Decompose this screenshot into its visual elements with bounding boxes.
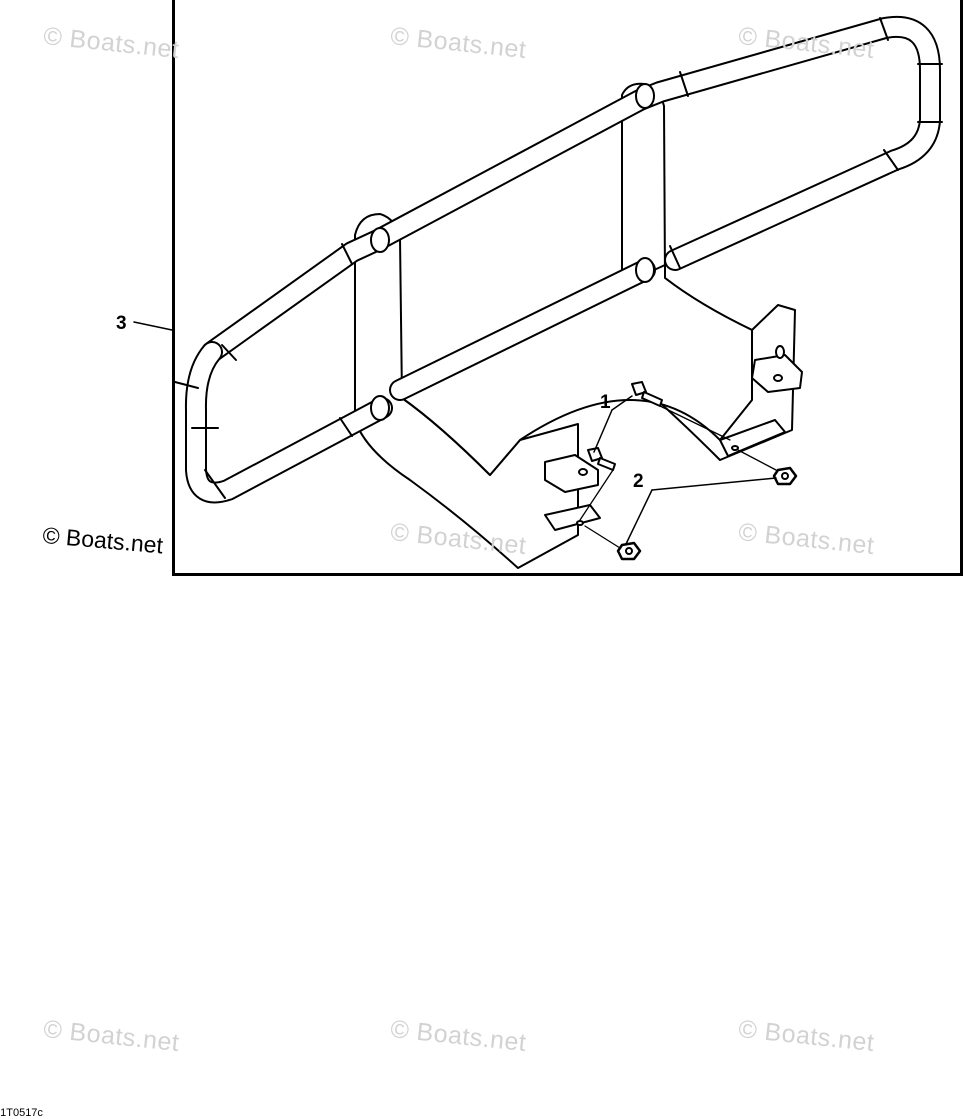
callout-2: 2: [633, 471, 644, 492]
callout-3: 3: [116, 313, 127, 334]
nut-right: [772, 466, 798, 486]
assembly-lines: [579, 405, 777, 549]
tube-end: [370, 395, 390, 421]
nut-left: [616, 541, 642, 561]
tube-end: [635, 257, 655, 283]
callout-1: 1: [600, 392, 611, 413]
tube-end: [635, 83, 655, 109]
right-mount-bracket: [751, 354, 803, 393]
tube-end: [370, 227, 390, 253]
leader-lines: [133, 321, 777, 545]
left-mount-bracket: [544, 454, 599, 493]
figure-id: 31T0517c: [0, 1107, 43, 1119]
